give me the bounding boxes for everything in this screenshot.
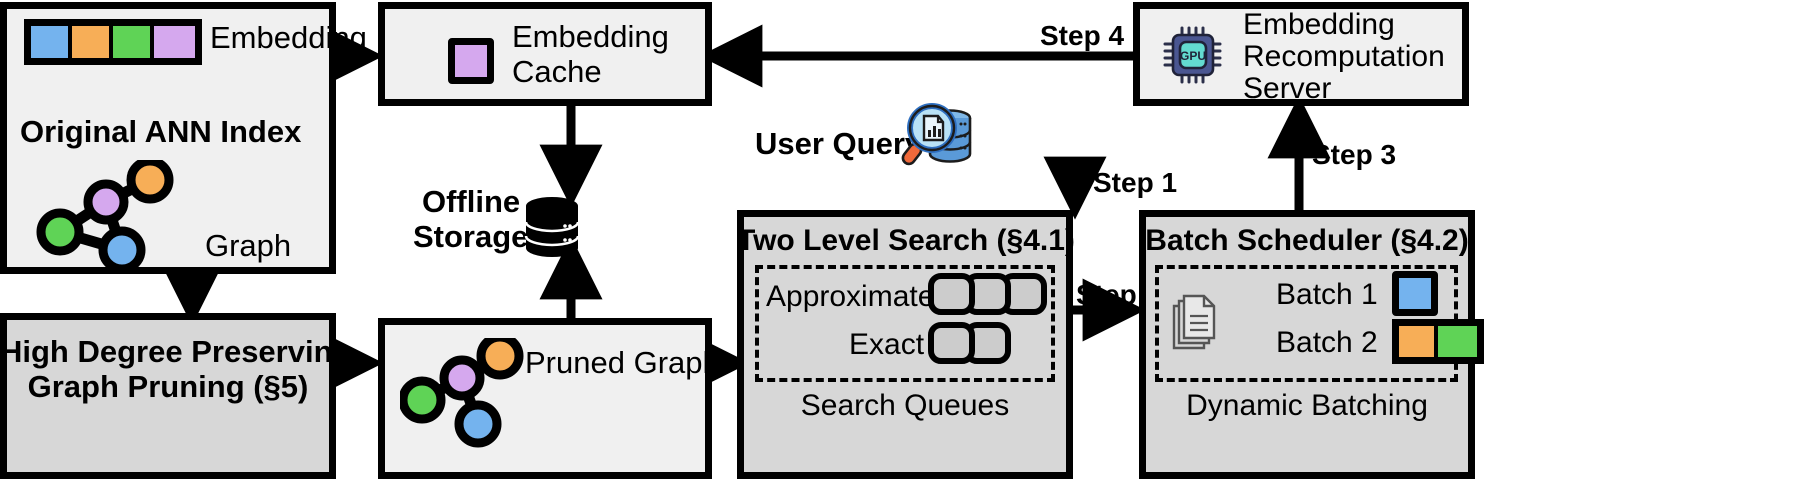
embedding-label: Embedding [210,20,367,55]
recomputation-server-line1: Embedding [1243,8,1395,41]
recomputation-server-line3: Server [1243,72,1332,105]
pruned-graph-label: Pruned Graph [525,345,720,380]
step1-label: Step 1 [1093,167,1178,198]
embedding-cell-orange [72,26,114,58]
box-pruned-graph [378,318,712,479]
embedding-cell-blue [31,26,73,58]
original-ann-index-title: Original ANN Index [20,114,302,149]
graph-pruning-line1: High Degree Preserving [0,334,352,369]
batch-1-label: Batch 1 [1276,278,1378,311]
ann-index-graph-illustration [36,160,174,270]
box-embedding-cache [378,2,712,106]
queue-slot-exact-2 [928,322,975,364]
queue-row-exact-label: Exact [849,328,925,361]
graph-label: Graph [205,228,292,263]
magnifier-database-icon [901,103,972,166]
gpu-chip-text: GPU [1180,49,1206,63]
batch-1-swatch-blue [1392,271,1438,316]
batch-2-label: Batch 2 [1276,326,1378,359]
step4-label: Step 4 [1040,20,1125,51]
queue-row-approximate-label: Approximate [766,280,935,313]
embedding-cell-purple [154,26,195,58]
search-queues-dashed-region [755,265,1055,382]
batch-2-swatch-green [1438,326,1477,357]
recomputation-server-line2: Recomputation [1243,40,1445,73]
queue-slot-approximate-3 [928,273,975,315]
embedding-cache-title-line1: Embedding [512,19,669,54]
batch-2-swatch-group [1392,319,1484,364]
graph-pruning-line2: Graph Pruning (§5) [27,369,309,404]
embedding-cache-swatch [448,38,494,84]
offline-storage-label-line2: Storage [413,219,529,254]
pruned-graph-illustration [400,338,524,448]
database-cylinder-icon [524,197,580,257]
documents-stack-icon [1172,294,1216,350]
batch-2-swatch-orange [1399,326,1438,357]
embedding-cache-title-line2: Cache [512,54,602,89]
batch-scheduler-title: Batch Scheduler (§4.2) [1145,224,1469,257]
embedding-vector-strip [24,19,202,65]
embedding-cell-green [113,26,155,58]
dynamic-batching-footer: Dynamic Batching [1186,389,1428,422]
step3-label: Step 3 [1312,139,1397,170]
two-level-search-title: Two Level Search (§4.1) [737,224,1075,257]
gpu-chip-icon: GPU [1163,26,1222,84]
user-query-label: User Query [755,126,923,161]
box-graph-pruning [0,313,336,479]
search-queues-footer: Search Queues [800,389,1010,422]
box-two-level-search [737,210,1073,479]
offline-storage-label-line1: Offline [422,184,521,219]
